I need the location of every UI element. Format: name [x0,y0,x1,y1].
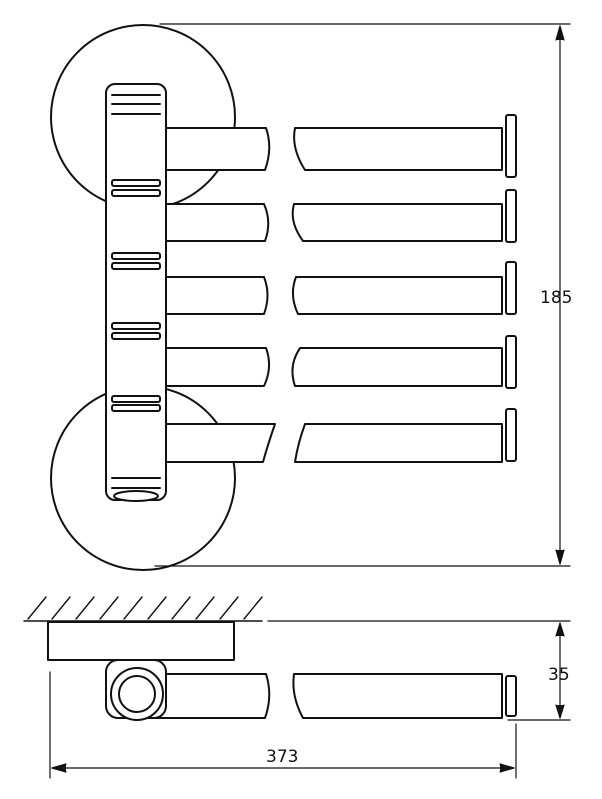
wall-mount-plate [47,621,235,661]
side-bar-profile [105,659,167,721]
front-view [50,23,571,571]
height-dimension-line [555,25,565,565]
vertical-mounting-bar [105,83,167,502]
side-view [23,596,571,779]
swing-arm-2 [151,189,517,243]
swing-arm-1 [151,114,517,178]
swing-arm-5 [151,408,517,463]
wall-hatching [23,596,263,622]
depth-dimension-line [555,622,565,719]
width-dimension-line [51,763,515,773]
height-dimension-label: 185 [540,288,572,308]
width-dimension-label: 373 [266,747,298,767]
swing-arm-3 [151,261,517,315]
side-arm [129,673,517,719]
swing-arm-4 [151,335,517,389]
depth-dimension-label: 35 [548,665,570,685]
